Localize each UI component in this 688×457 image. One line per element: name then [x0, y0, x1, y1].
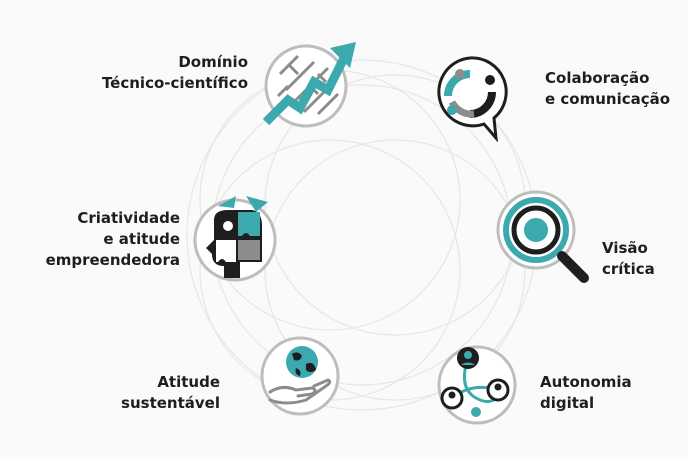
- label-autonomia-line2: digital: [540, 394, 595, 412]
- label-dominio-line2: Técnico-científico: [101, 74, 248, 92]
- globe-hand-icon: [256, 330, 346, 420]
- maze-arrow-icon: [258, 34, 358, 134]
- label-criatividade-line1: Criatividade: [77, 209, 180, 227]
- label-autonomia-line1: Autonomia: [540, 373, 632, 391]
- network-people-icon: [432, 338, 522, 428]
- label-atitude-line2: sustentável: [121, 394, 220, 412]
- label-criatividade-line2: e atitude: [103, 230, 180, 248]
- label-dominio-line1: Domínio: [178, 53, 248, 71]
- puzzle-head-icon: [190, 190, 280, 290]
- label-visao-line2: crítica: [602, 260, 655, 278]
- label-colaboracao-line1: Colaboração: [545, 69, 650, 87]
- label-colaboracao-line2: e comunicação: [545, 90, 671, 108]
- label-criatividade-line3: empreendedora: [45, 251, 180, 269]
- label-visao-line1: Visão: [602, 239, 648, 257]
- collaboration-icon: [430, 52, 510, 143]
- magnifier-icon: [494, 188, 594, 288]
- label-atitude-line1: Atitude: [157, 373, 220, 391]
